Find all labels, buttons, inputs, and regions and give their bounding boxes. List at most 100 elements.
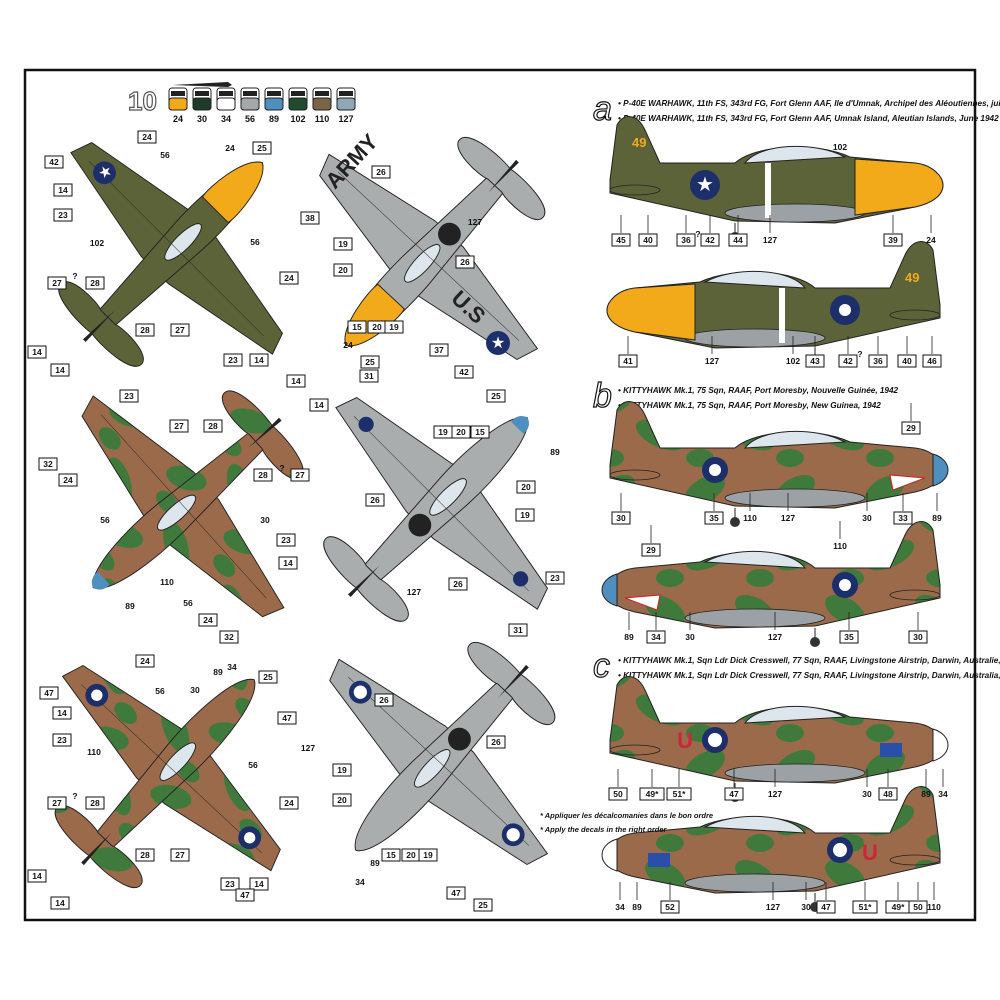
callout-c-side-1: 89 — [921, 769, 931, 799]
callout-c-side-2: 89 — [632, 882, 642, 912]
svg-text:29: 29 — [906, 423, 916, 433]
svg-text:?: ? — [72, 791, 77, 801]
paint-chip-34: 34 — [216, 87, 236, 124]
callout-b-side-1: 33 — [893, 493, 913, 525]
svg-text:89: 89 — [921, 789, 931, 799]
callout-b-top: 28 — [203, 419, 223, 433]
svg-text:89: 89 — [632, 902, 642, 912]
view-c-bottom — [251, 568, 633, 948]
callout-a-bottom: 19 — [333, 237, 353, 251]
callout-b-bottom: 31 — [359, 369, 379, 383]
callout-b-top: 14 — [278, 556, 298, 570]
svg-text:27: 27 — [52, 798, 62, 808]
svg-text:24: 24 — [203, 615, 213, 625]
callout-c-bottom: 47 — [446, 886, 466, 900]
svg-text:42: 42 — [705, 235, 715, 245]
callout-c-top: 14 — [50, 896, 70, 910]
svg-text:30: 30 — [616, 513, 626, 523]
svg-text:19: 19 — [520, 510, 530, 520]
caption-fr: • KITTYHAWK Mk.1, 75 Sqn, RAAF, Port Mor… — [618, 386, 899, 395]
paint-code: 127 — [338, 114, 353, 124]
svg-text:25: 25 — [263, 672, 273, 682]
svg-text:89: 89 — [624, 632, 634, 642]
callout-b-top: 27 — [290, 468, 310, 482]
callout-b-side-2: 29 — [641, 525, 661, 557]
svg-text:38: 38 — [305, 213, 315, 223]
svg-text:28: 28 — [208, 421, 218, 431]
callout-c-bottom: 25 — [473, 898, 493, 912]
callout-b-bottom: 31 — [508, 623, 528, 637]
svg-text:25: 25 — [257, 143, 267, 153]
callout-c-side-2: 52 — [660, 882, 680, 914]
svg-text:110: 110 — [927, 902, 941, 912]
callout-a-side-2: 127 — [705, 336, 719, 366]
svg-text:30: 30 — [190, 685, 200, 695]
svg-text:?: ? — [857, 349, 862, 359]
svg-text:24: 24 — [284, 273, 294, 283]
callout-c-top: 23 — [220, 877, 240, 891]
callout-b-side-2: 30 — [908, 612, 928, 644]
svg-text:?: ? — [695, 229, 700, 239]
svg-text:89: 89 — [370, 858, 380, 868]
callout-b-bottom: 15 — [470, 425, 490, 439]
svg-text:47: 47 — [240, 890, 250, 900]
callout-b-side-1: 127 — [781, 493, 795, 523]
svg-text:20: 20 — [337, 795, 347, 805]
callout-a-top: 24 — [137, 130, 157, 144]
star-icon: ★ — [491, 335, 505, 352]
svg-text:23: 23 — [281, 535, 291, 545]
svg-text:14: 14 — [32, 871, 42, 881]
callout-a-bottom: 37 — [429, 343, 449, 357]
callout-a-top: 102 — [90, 238, 104, 248]
svg-text:56: 56 — [183, 598, 193, 608]
svg-text:47: 47 — [451, 888, 461, 898]
callout-a-top: 28 — [85, 276, 105, 290]
caption-fr: • KITTYHAWK Mk.1, Sqn Ldr Dick Cresswell… — [618, 656, 1000, 665]
svg-text:27: 27 — [295, 470, 305, 480]
svg-text:23: 23 — [225, 879, 235, 889]
svg-text:24: 24 — [225, 143, 235, 153]
callout-c-side-2: 30 — [801, 882, 811, 912]
svg-text:42: 42 — [459, 367, 469, 377]
svg-text:14: 14 — [291, 376, 301, 386]
callout-b-bottom: 20 — [451, 425, 471, 439]
callout-c-top: 89 — [213, 667, 223, 677]
svg-text:26: 26 — [370, 495, 380, 505]
paint-code: 30 — [197, 114, 207, 124]
callout-c-bottom: 15 — [381, 848, 401, 862]
svg-text:34: 34 — [615, 902, 625, 912]
callout-a-top: 28 — [135, 323, 155, 337]
svg-text:127: 127 — [768, 632, 782, 642]
callout-c-top: 28 — [85, 796, 105, 810]
callout-a-top: 56 — [250, 237, 260, 247]
paint-chip-56: 56 — [240, 87, 260, 124]
svg-text:23: 23 — [58, 210, 68, 220]
svg-text:28: 28 — [258, 470, 268, 480]
callout-b-top: 32 — [219, 630, 239, 644]
callout-c-top: 34 — [227, 662, 237, 672]
profile-c-left — [601, 786, 941, 913]
svg-text:127: 127 — [468, 217, 482, 227]
squadron-letter: U — [862, 840, 878, 865]
callout-a-bottom: 26 — [371, 165, 391, 179]
svg-text:127: 127 — [763, 235, 777, 245]
callout-a-side-1: 40 — [638, 215, 658, 247]
callout-a-side-1: 45 — [611, 215, 631, 247]
svg-text:27: 27 — [175, 325, 185, 335]
callout-c-top: 47 — [39, 686, 59, 700]
svg-text:33: 33 — [898, 513, 908, 523]
svg-text:110: 110 — [743, 513, 757, 523]
profile-b-left — [601, 521, 941, 648]
callout-b-side-2: 110 — [833, 521, 847, 551]
svg-text:30: 30 — [862, 513, 872, 523]
svg-text:127: 127 — [705, 356, 719, 366]
callout-c-side-2: 49* — [885, 882, 911, 914]
callout-c-side-2: 34 — [615, 882, 625, 912]
callout-a-bottom: 24 — [343, 340, 353, 350]
fuselage-code: 49 — [905, 270, 919, 285]
callout-b-top: 110 — [160, 577, 174, 587]
svg-text:14: 14 — [314, 400, 324, 410]
callout-c-side-1: 50 — [608, 769, 628, 801]
callout-a-side-2: 46 — [922, 336, 942, 368]
callout-b-bottom: 25 — [360, 355, 380, 369]
